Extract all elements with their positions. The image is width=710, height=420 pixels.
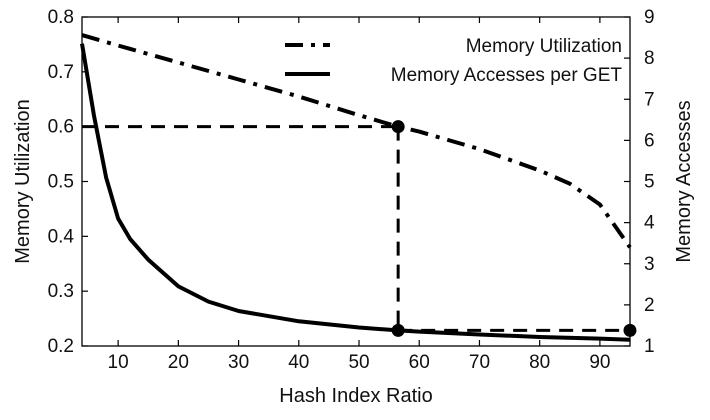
series-line-1 bbox=[80, 43, 631, 342]
y-right-tick-label: 1 bbox=[644, 336, 655, 357]
x-tick-label: 60 bbox=[409, 352, 430, 373]
y-right-tick-label: 6 bbox=[644, 130, 655, 151]
y-right-tick-label: 8 bbox=[644, 48, 655, 69]
y-left-tick-label: 0.8 bbox=[48, 7, 74, 28]
y-left-tick-label: 0.3 bbox=[48, 281, 74, 302]
y-right-tick-label: 7 bbox=[644, 89, 655, 110]
x-tick-label: 20 bbox=[168, 352, 189, 373]
y-left-tick-label: 0.2 bbox=[48, 336, 74, 357]
y-left-tick-label: 0.4 bbox=[48, 226, 75, 247]
legend-label-1: Memory Accesses per GET bbox=[391, 65, 623, 86]
x-tick-label: 50 bbox=[348, 352, 369, 373]
axis-ticks: 10 20 30 40 50 60 70 80 90 0.2 0.3 0.4 0.5 0.6 0.7 0.8 1… bbox=[48, 7, 655, 373]
y-left-tick-label: 0.5 bbox=[48, 172, 74, 193]
legend-label-0: Memory Utilization bbox=[466, 36, 622, 57]
plot-area bbox=[80, 33, 637, 342]
x-axis-title: Hash Index Ratio bbox=[279, 385, 432, 407]
x-tick-label: 40 bbox=[288, 352, 309, 373]
y-axis-left-title: Memory Utilization bbox=[12, 99, 34, 263]
y-right-tick-label: 2 bbox=[644, 295, 655, 316]
y-left-tick-label: 0.7 bbox=[48, 62, 74, 83]
x-tick-label: 30 bbox=[228, 352, 249, 373]
y-axis-right-title: Memory Accesses bbox=[673, 100, 695, 262]
y-right-tick-label: 5 bbox=[644, 172, 655, 193]
y-right-tick-label: 4 bbox=[644, 213, 655, 234]
series-line-0 bbox=[81, 33, 632, 249]
x-tick-label: 10 bbox=[108, 352, 129, 373]
x-tick-label: 70 bbox=[469, 352, 490, 373]
x-tick-label: 80 bbox=[529, 352, 550, 373]
marker-point bbox=[391, 323, 405, 337]
marker-point bbox=[391, 120, 405, 134]
y-right-tick-label: 9 bbox=[644, 7, 655, 28]
x-tick-label: 90 bbox=[589, 352, 610, 373]
y-right-tick-label: 3 bbox=[644, 254, 655, 275]
y-left-tick-label: 0.6 bbox=[48, 117, 74, 138]
